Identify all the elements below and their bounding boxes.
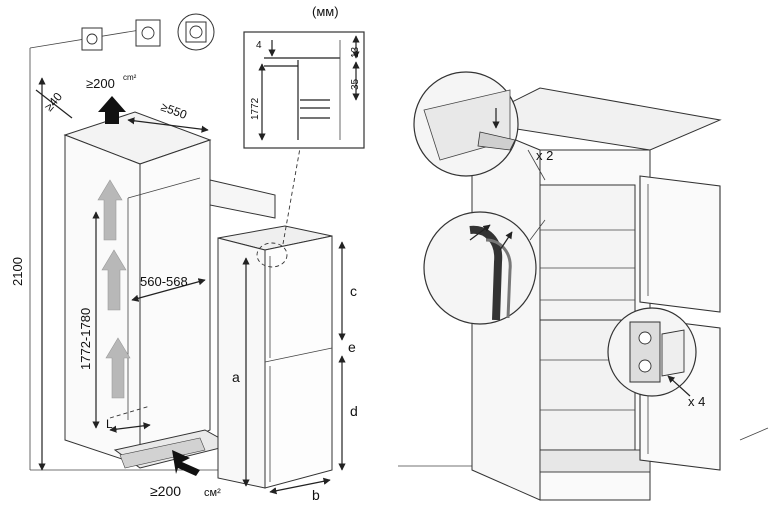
label-e: e	[348, 339, 356, 355]
vent-bottom-label: ≥200	[150, 483, 181, 499]
fridge-install-diagram	[398, 71, 769, 501]
vent-up-arrow	[98, 96, 126, 124]
socket-icon	[81, 27, 103, 51]
label-b: b	[312, 487, 320, 503]
upper-door	[639, 175, 721, 313]
vent-bottom-unit: см²	[204, 487, 221, 499]
vent-top-unit: cm²	[123, 73, 137, 82]
label-l: L	[106, 417, 113, 431]
niche-width-label: 560-568	[140, 274, 188, 289]
power-socket-icon	[135, 19, 161, 47]
dim-4: 4	[256, 40, 262, 51]
unit-label: (мм)	[312, 4, 339, 19]
airflow-arrows	[97, 179, 131, 399]
niche-diagram	[29, 13, 276, 476]
hinge-count: x 2	[536, 148, 553, 163]
detail-inset	[243, 31, 365, 149]
dim-35: 35	[350, 78, 361, 90]
height-total-label: 2100	[10, 257, 25, 286]
dim-13: 13	[350, 46, 361, 58]
label-a: a	[232, 369, 240, 385]
dim-1772: 1772	[250, 97, 261, 120]
vent-in-arrow	[172, 450, 200, 476]
bracket-count: x 4	[688, 394, 705, 409]
label-c: c	[350, 283, 357, 299]
width-top-label: ≥550	[159, 100, 189, 122]
niche-height-label: 1772-1780	[78, 308, 93, 370]
vent-top-label: ≥200	[86, 76, 115, 91]
label-d: d	[350, 403, 358, 419]
appliance-diagram	[217, 147, 346, 495]
